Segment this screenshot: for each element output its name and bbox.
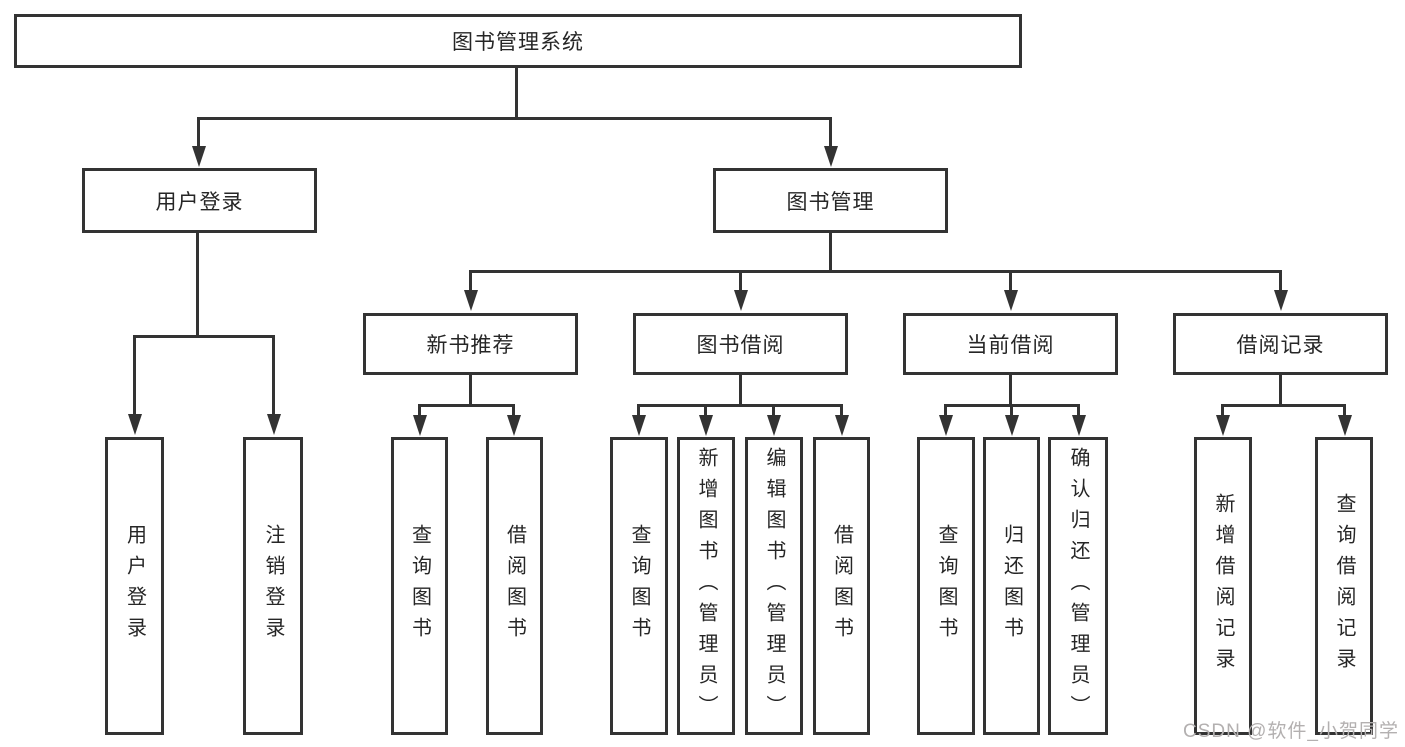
arrow-to-leaf: [1337, 404, 1352, 436]
leaf-edit-books-admin: 编辑图书（管理员）: [745, 437, 803, 735]
leaf-label: 新增借阅记录: [1212, 493, 1234, 679]
arrow-to-leaf: [506, 404, 521, 436]
leaf-logout: 注销登录: [243, 437, 303, 735]
leaf-borrow-books-recommend: 借阅图书: [486, 437, 543, 735]
leaf-label: 查询图书: [628, 524, 650, 648]
leaf-label: 新增图书（管理员）: [695, 446, 717, 726]
leaf-borrow-books: 借阅图书: [813, 437, 870, 735]
leaf-label: 用户登录: [123, 524, 146, 648]
leaf-query-books-borrow: 查询图书: [610, 437, 668, 735]
node-label: 新书推荐: [426, 334, 515, 357]
leaf-add-borrow-record: 新增借阅记录: [1194, 437, 1252, 735]
node-label: 用户登录: [155, 190, 244, 214]
connector-borrow-split: [637, 404, 843, 407]
connector-records-split: [1221, 404, 1345, 407]
leaf-add-books-admin: 新增图书（管理员）: [677, 437, 735, 735]
leaf-label: 借阅图书: [830, 524, 853, 648]
connector-recommend-stem: [469, 375, 472, 407]
connector-book-mgmt-stem: [829, 233, 832, 273]
arrow-to-new-book-recommend: [463, 270, 478, 311]
arrow-to-leaf: [766, 404, 781, 436]
leaf-query-borrow-record: 查询借阅记录: [1315, 437, 1373, 735]
node-book-borrow: 图书借阅: [633, 313, 848, 375]
leaf-label: 查询图书: [408, 524, 431, 648]
leaf-label: 查询图书: [935, 524, 957, 648]
leaf-label: 归还图书: [1000, 524, 1023, 648]
arrow-to-leaf: [1215, 404, 1230, 436]
arrow-to-leaf: [834, 404, 849, 436]
arrow-to-leaf: [938, 404, 953, 436]
node-label: 借阅记录: [1236, 334, 1325, 357]
node-label: 图书借阅: [696, 334, 785, 357]
node-book-management: 图书管理: [713, 168, 948, 233]
arrow-to-leaf: [631, 404, 646, 436]
arrow-to-current-borrow: [1003, 270, 1018, 311]
connector-current-stem: [1009, 375, 1012, 407]
leaf-label: 借阅图书: [503, 524, 526, 648]
leaf-query-books-recommend: 查询图书: [391, 437, 448, 735]
node-borrow-records: 借阅记录: [1173, 313, 1388, 375]
arrow-to-leaf: [1004, 404, 1019, 436]
arrow-to-user-login: [191, 117, 206, 167]
node-current-borrow: 当前借阅: [903, 313, 1118, 375]
node-label: 图书管理系统: [452, 31, 584, 54]
node-user-login-group: 用户登录: [82, 168, 317, 233]
leaf-query-books-current: 查询图书: [917, 437, 975, 735]
arrow-to-book-borrow: [733, 270, 748, 311]
leaf-user-login: 用户登录: [105, 437, 164, 735]
leaf-label: 确认归还（管理员）: [1067, 446, 1089, 726]
arrow-to-leaf: [412, 404, 427, 436]
leaf-confirm-return-admin: 确认归还（管理员）: [1048, 437, 1108, 735]
node-label: 当前借阅: [966, 334, 1055, 357]
leaf-label: 查询借阅记录: [1333, 493, 1355, 679]
csdn-watermark: CSDN @软件_小贺同学: [1183, 721, 1399, 742]
arrow-to-leaf-user-login: [127, 335, 142, 435]
node-library-management-system: 图书管理系统: [14, 14, 1022, 68]
leaf-label: 注销登录: [262, 524, 284, 648]
connector-book-mgmt-split: [469, 270, 1282, 273]
node-label: 图书管理: [786, 190, 875, 214]
connector-recommend-split: [418, 404, 515, 407]
arrow-to-borrow-records: [1273, 270, 1288, 311]
connector-user-login-split: [133, 335, 275, 338]
connector-root-stem: [515, 68, 518, 118]
arrow-to-book-management: [823, 117, 838, 167]
node-new-book-recommend: 新书推荐: [363, 313, 578, 375]
arrow-to-leaf: [1071, 404, 1086, 436]
connector-user-login-stem: [196, 233, 199, 338]
connector-root-split: [197, 117, 832, 120]
connector-borrow-stem: [739, 375, 742, 407]
arrow-to-leaf: [698, 404, 713, 436]
connector-records-stem: [1279, 375, 1282, 407]
leaf-label: 编辑图书（管理员）: [763, 446, 785, 726]
leaf-return-books: 归还图书: [983, 437, 1040, 735]
arrow-to-leaf-logout: [266, 335, 281, 435]
